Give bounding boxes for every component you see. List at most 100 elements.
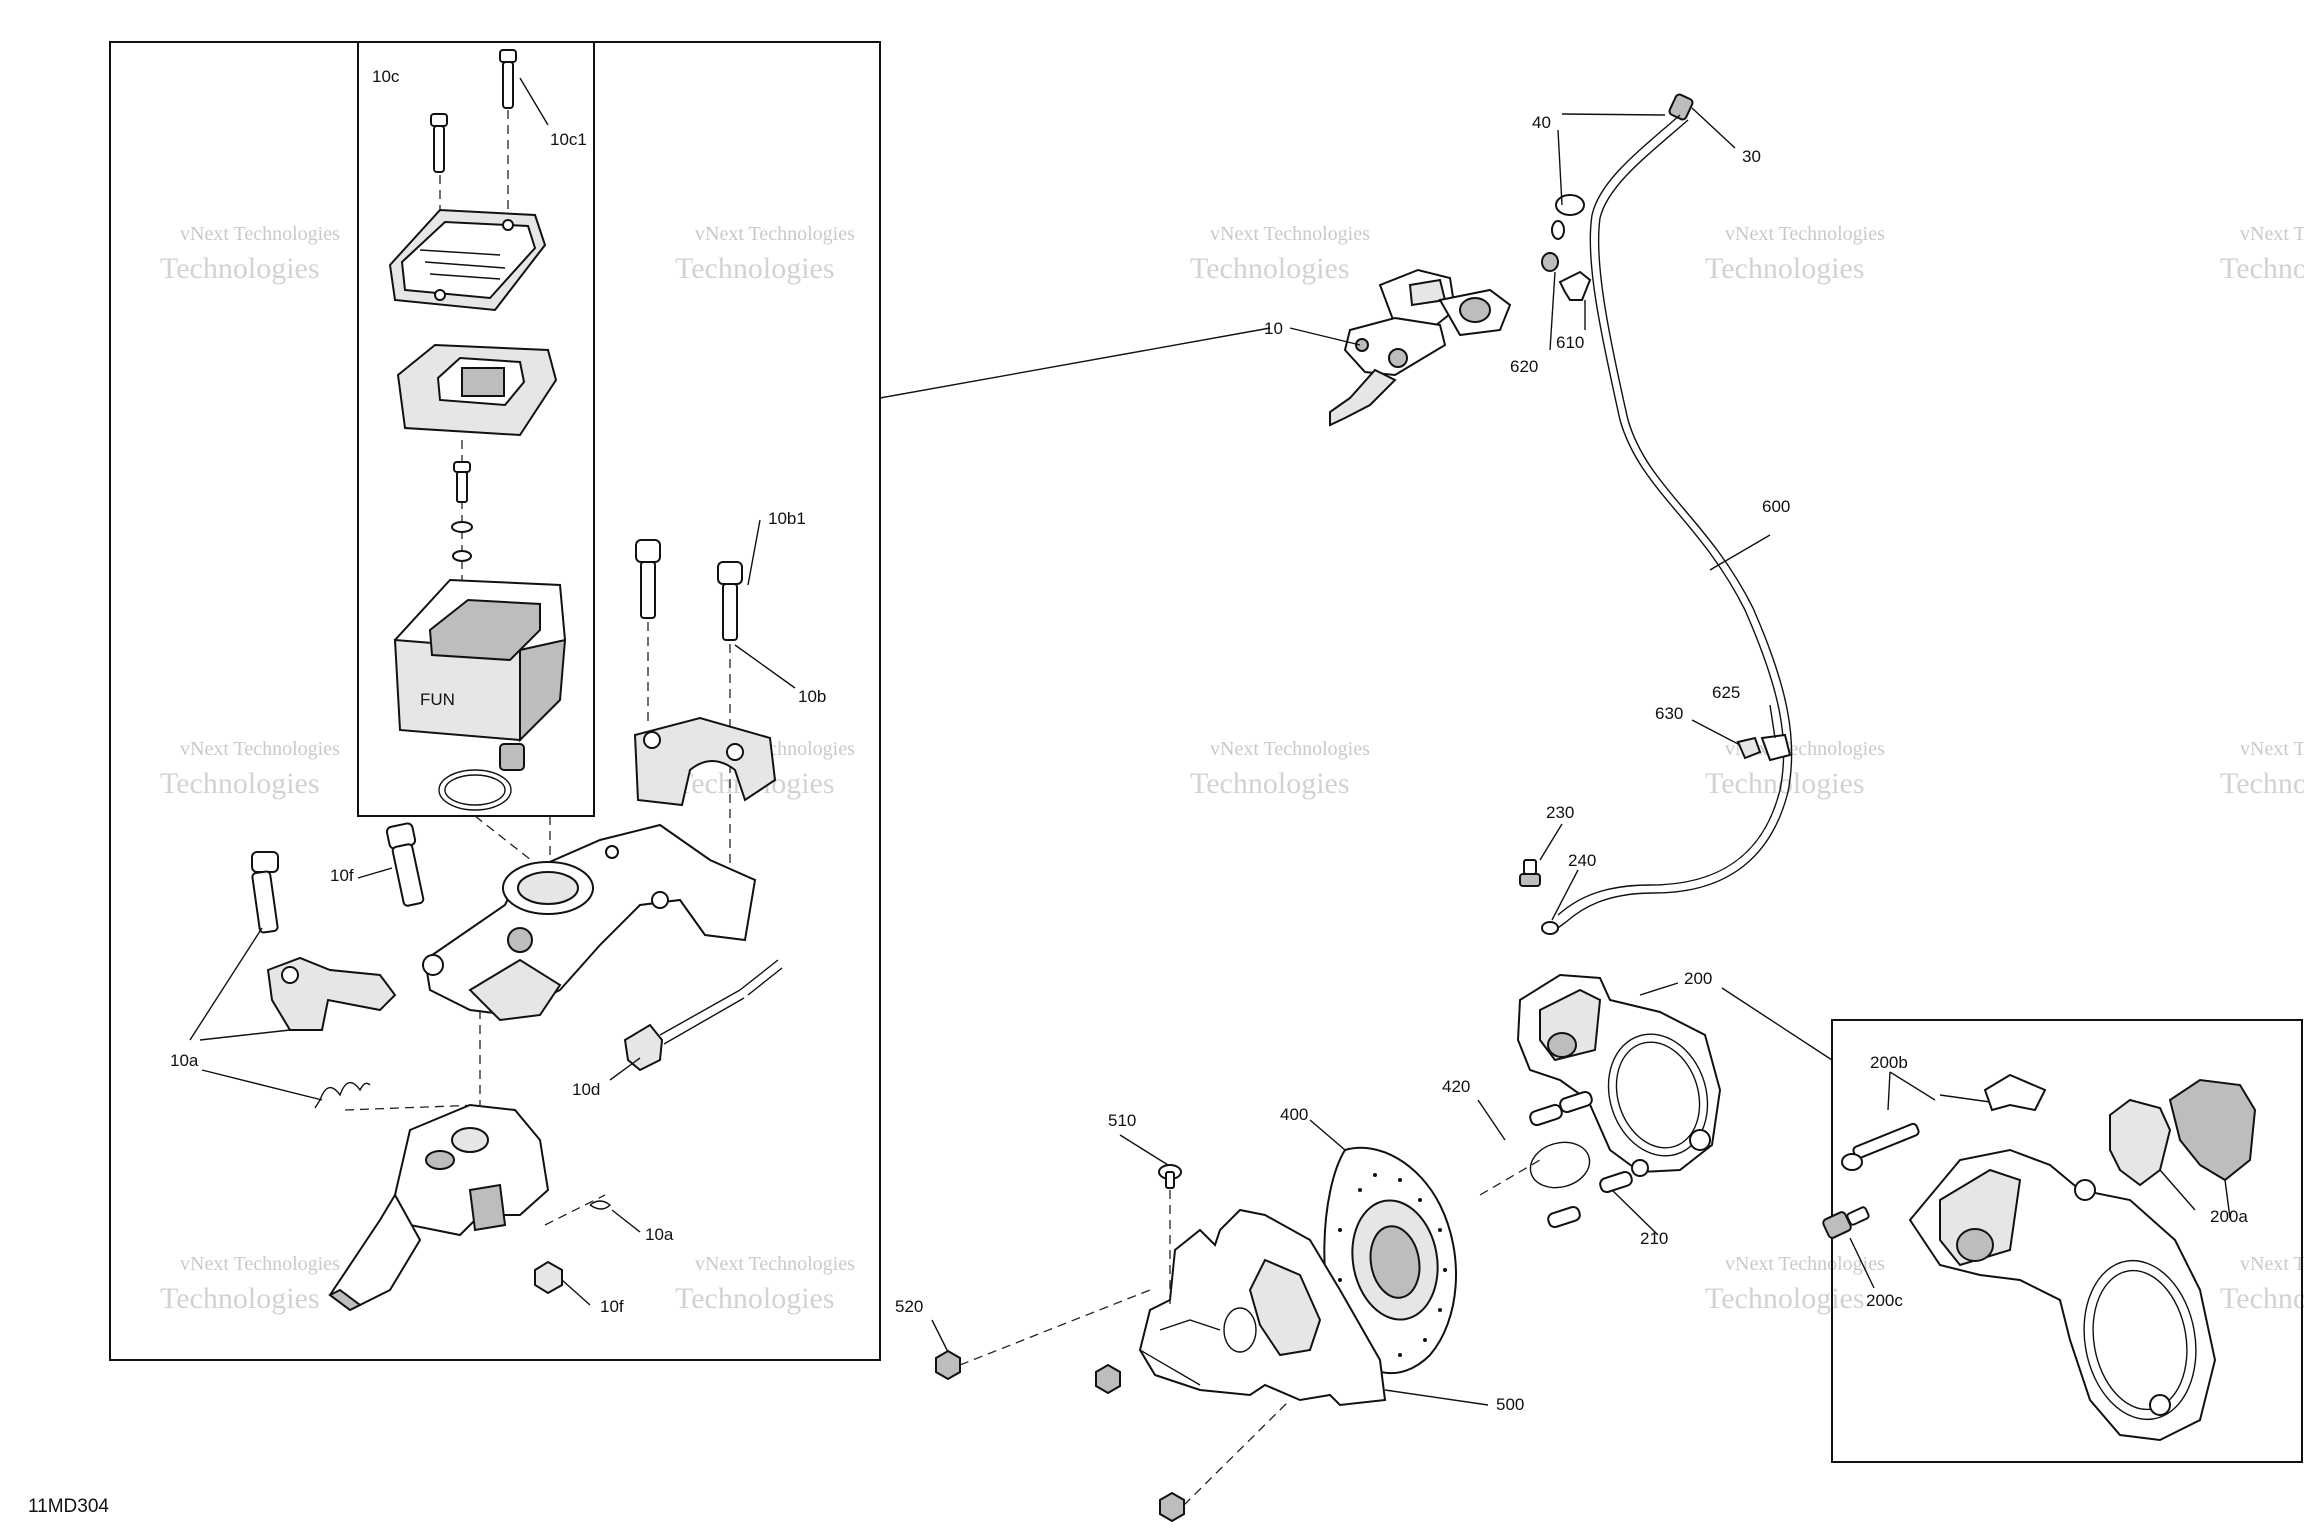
- caliper-detail-body: [1908, 1148, 2217, 1442]
- label-10f-bottom: 10f: [600, 1297, 624, 1316]
- handlebar-clamp: [633, 716, 777, 807]
- svg-text:Technologies: Technologies: [2220, 1282, 2304, 1315]
- svg-text:Technologies: Technologies: [1705, 767, 1865, 800]
- drawing-code: 11MD304: [28, 1496, 109, 1517]
- part-labels: 10c 10c1 10b1 10b 10f 10a 10d 10a 10f 10…: [170, 67, 2248, 1414]
- banjo-bolt-30: [1668, 93, 1694, 121]
- clamp-bolt: [635, 539, 661, 619]
- svg-text:vNext Technologies: vNext Technologies: [1725, 1253, 1885, 1275]
- lever-bracket-10a: [266, 956, 397, 1031]
- lever-pivot-bolt: [251, 851, 279, 934]
- svg-text:vNext Technologies: vNext Technologies: [1210, 738, 1370, 760]
- disc-guard-500: [1138, 1208, 1387, 1407]
- master-cylinder-body: [422, 823, 757, 1022]
- label-210: 210: [1640, 1229, 1668, 1248]
- label-620: 620: [1510, 357, 1538, 376]
- reservoir-fitting: [499, 743, 525, 771]
- label-400: 400: [1280, 1105, 1308, 1124]
- reservoir-inner-screw: [451, 461, 473, 562]
- assembly-axis: [544, 1194, 606, 1226]
- label-610: 610: [1556, 333, 1584, 352]
- reservoir-screw: [430, 113, 448, 173]
- nut-520: [935, 1349, 961, 1381]
- master-cylinder-assembly: [1329, 268, 1512, 427]
- reservoir-cap: [388, 208, 547, 312]
- label-10: 10: [1264, 319, 1283, 338]
- label-200a: 200a: [2210, 1207, 2248, 1226]
- label-625: 625: [1712, 683, 1740, 702]
- label-200c: 200c: [1866, 1291, 1903, 1310]
- label-500: 500: [1496, 1395, 1524, 1414]
- label-230: 230: [1546, 803, 1574, 822]
- bleeder-200c: [1822, 1206, 1870, 1239]
- label-630: 630: [1655, 704, 1683, 723]
- svg-text:vNext Technologies: vNext Technologies: [2240, 223, 2304, 245]
- caliper-pins-420: [1529, 1090, 1593, 1127]
- svg-text:vNext Technologies: vNext Technologies: [1210, 223, 1370, 245]
- svg-text:Technologies: Technologies: [160, 767, 320, 800]
- hose-bracket-625: [1760, 733, 1792, 762]
- label-600: 600: [1762, 497, 1790, 516]
- reservoir-seal: [438, 769, 512, 811]
- svg-text:vNext Technologies: vNext Technologies: [180, 1253, 340, 1275]
- label-240: 240: [1568, 851, 1596, 870]
- bleeder-cap-240: [1541, 921, 1559, 935]
- label-10c: 10c: [372, 67, 400, 86]
- svg-text:FUN: FUN: [420, 690, 455, 709]
- label-10c1: 10c1: [550, 130, 587, 149]
- label-510: 510: [1108, 1111, 1136, 1130]
- assembly-axis: [344, 1104, 481, 1111]
- label-10b1: 10b1: [768, 509, 806, 528]
- svg-text:Technologies: Technologies: [675, 1282, 835, 1315]
- guard-nut: [1095, 1363, 1121, 1395]
- hose-clip-630: [1736, 736, 1762, 760]
- grommet-620: [1541, 252, 1559, 272]
- label-10a-left: 10a: [170, 1051, 199, 1070]
- svg-text:vNext Technologies: vNext Technologies: [2240, 738, 2304, 760]
- svg-text:Technologies: Technologies: [1705, 1282, 1865, 1315]
- label-40: 40: [1532, 113, 1551, 132]
- label-420: 420: [1442, 1077, 1470, 1096]
- clamp-bolt-10b1: [717, 561, 743, 641]
- lever-nut-10f: [534, 1260, 563, 1295]
- assembly-axis: [1183, 1399, 1291, 1506]
- svg-text:Technologies: Technologies: [1190, 252, 1350, 285]
- pad-pin-200b: [1841, 1122, 1920, 1171]
- leader-lines: [189, 77, 2231, 1406]
- caliper-pins-210: [1547, 1170, 1633, 1229]
- assembly-axis: [1479, 1159, 1541, 1196]
- svg-text:Technologies: Technologies: [1705, 252, 1865, 285]
- svg-text:Technologies: Technologies: [2220, 252, 2304, 285]
- caliper-detail-frame: [1831, 1019, 2303, 1463]
- svg-text:vNext Technologies: vNext Technologies: [695, 1253, 855, 1275]
- label-10d: 10d: [572, 1080, 600, 1099]
- o-ring-420: [1529, 1141, 1591, 1189]
- bleeder-230: [1519, 859, 1541, 887]
- svg-text:Technologies: Technologies: [160, 1282, 320, 1315]
- reservoir-body: FUN: [393, 578, 567, 743]
- brake-light-switch: [623, 959, 783, 1072]
- svg-text:Technologies: Technologies: [675, 252, 835, 285]
- lever-clip-10a: [589, 1200, 612, 1210]
- guard-nut: [1159, 1491, 1185, 1523]
- label-200b: 200b: [1870, 1053, 1908, 1072]
- svg-text:vNext Technologies: vNext Technologies: [180, 223, 340, 245]
- svg-text:Technologies: Technologies: [160, 252, 320, 285]
- svg-text:vNext Technologies: vNext Technologies: [180, 738, 340, 760]
- label-10b: 10b: [798, 687, 826, 706]
- pivot-bolt-10f: [385, 822, 425, 907]
- assembly-axis: [959, 1289, 1151, 1366]
- brake-disc-400: [1323, 1146, 1457, 1374]
- label-10a-right: 10a: [645, 1225, 674, 1244]
